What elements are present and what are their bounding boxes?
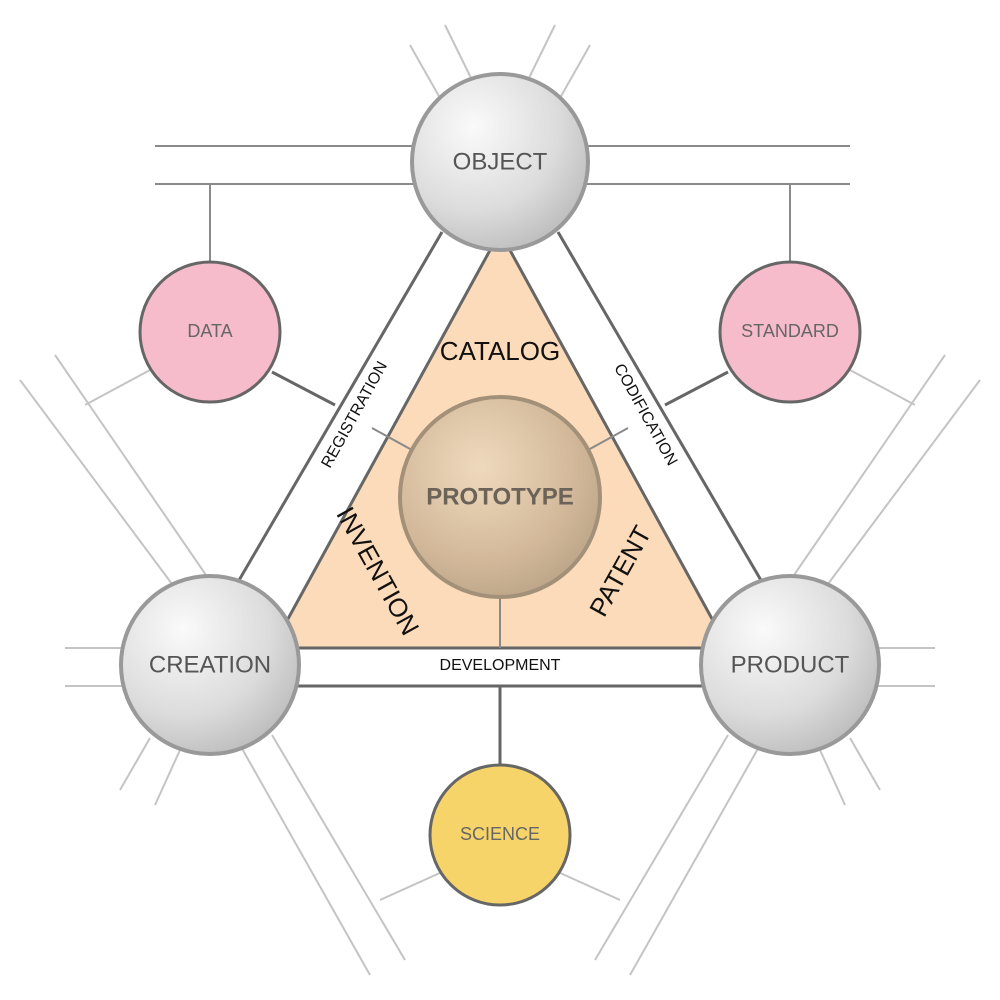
node-science[interactable]: SCIENCE [428, 763, 572, 907]
node-creation-label: CREATION [149, 651, 271, 678]
node-standard[interactable]: STANDARD [718, 260, 862, 404]
node-product-label: PRODUCT [731, 651, 850, 678]
node-object[interactable]: OBJECT [410, 72, 590, 252]
node-product[interactable]: PRODUCT [699, 574, 881, 756]
node-science-label: SCIENCE [460, 824, 540, 844]
node-standard-label: STANDARD [741, 321, 839, 341]
band-development-label: DEVELOPMENT [440, 657, 561, 674]
node-prototype[interactable]: PROTOTYPE [398, 395, 602, 599]
node-data-label: DATA [187, 321, 232, 341]
node-data[interactable]: DATA [138, 260, 282, 404]
node-object-label: OBJECT [453, 148, 548, 175]
background-network-lines [19, 24, 981, 976]
node-prototype-label: PROTOTYPE [426, 483, 574, 510]
triangle-bands [236, 231, 764, 765]
node-creation[interactable]: CREATION [119, 574, 301, 756]
region-catalog-label: CATALOG [440, 336, 560, 366]
